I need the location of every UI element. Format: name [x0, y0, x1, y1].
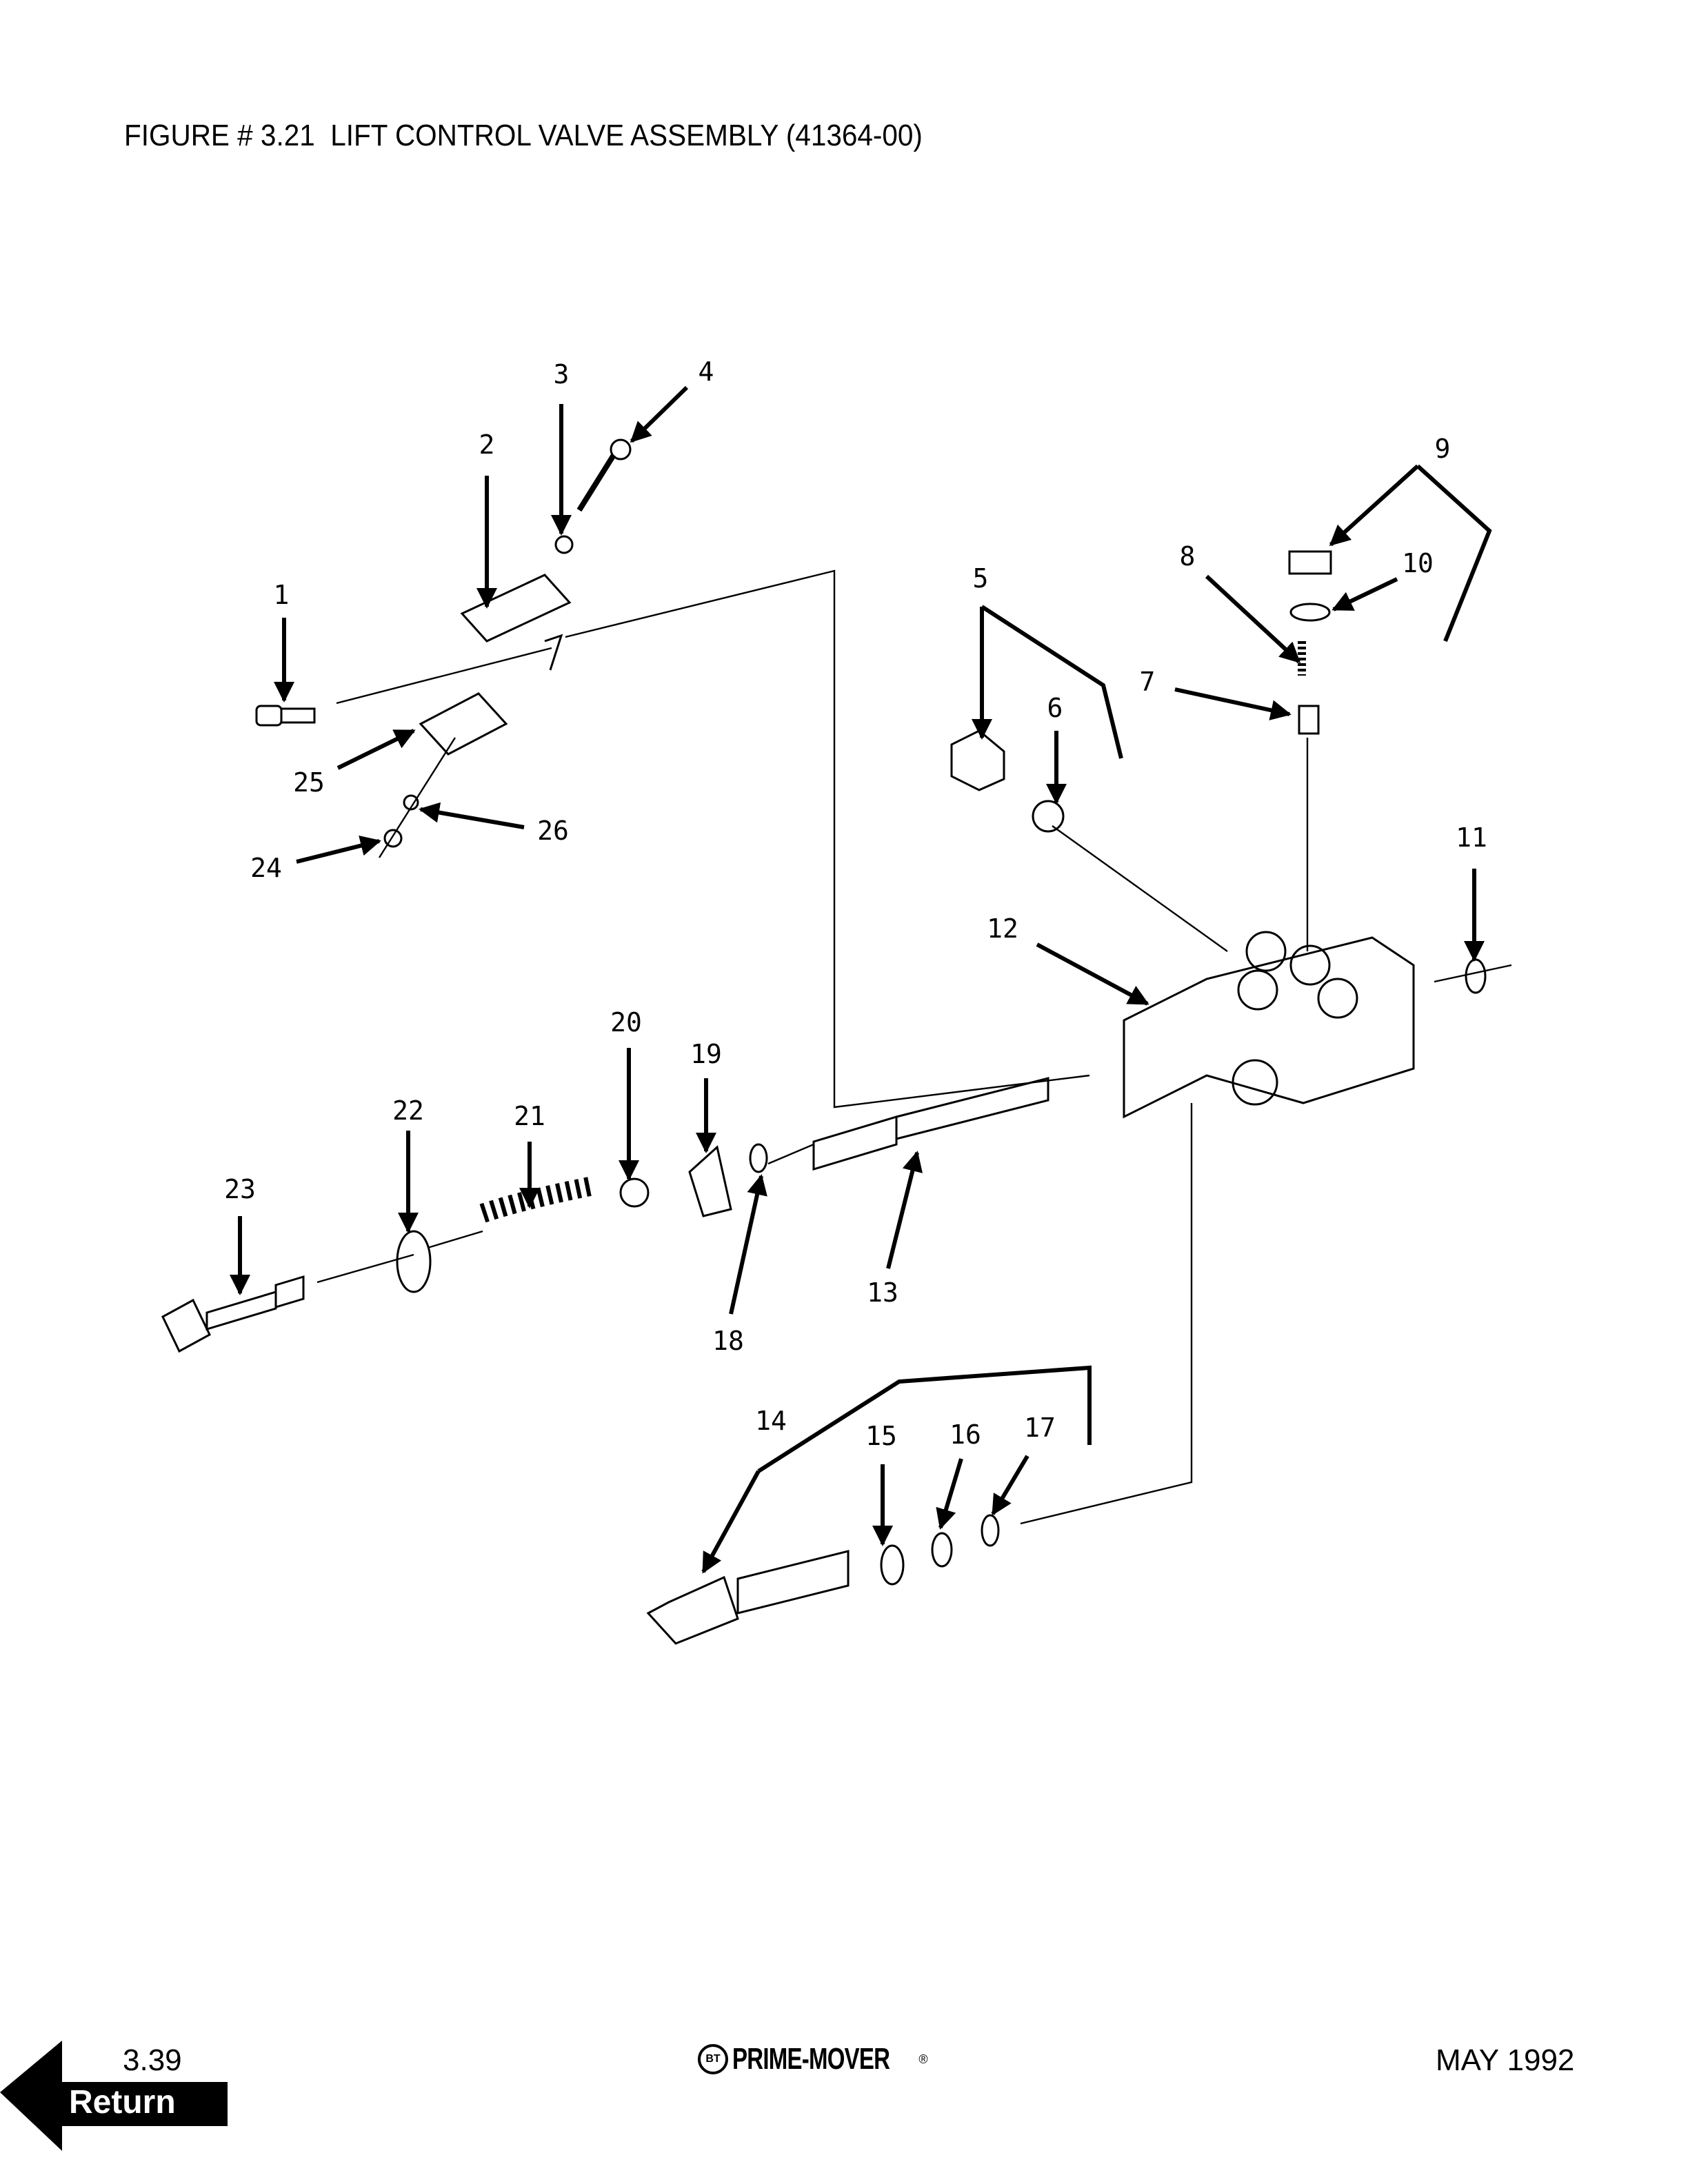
- callout-10: 10: [1402, 548, 1434, 578]
- leader-arrows: [230, 385, 1485, 1574]
- callout-9: 9: [1435, 434, 1451, 464]
- callout-18: 18: [712, 1326, 744, 1356]
- callout-12: 12: [987, 913, 1018, 944]
- callout-7: 7: [1140, 667, 1156, 697]
- callout-5: 5: [973, 563, 989, 594]
- callout-17: 17: [1024, 1413, 1056, 1443]
- return-label[interactable]: Return: [69, 2084, 176, 2121]
- brand-name: PRIME-MOVER: [732, 2042, 890, 2076]
- callout-11: 11: [1456, 822, 1487, 853]
- parts: [161, 438, 1487, 1645]
- callout-21: 21: [514, 1101, 545, 1131]
- return-button[interactable]: [0, 2041, 234, 2151]
- registered-mark: ®: [918, 2052, 928, 2066]
- callout-23: 23: [224, 1174, 256, 1204]
- callout-3: 3: [554, 359, 570, 390]
- brand-logo: BT PRIME-MOVER ®: [698, 2042, 928, 2076]
- callout-26: 26: [537, 816, 569, 846]
- callout-22: 22: [392, 1095, 424, 1126]
- callout-1: 1: [274, 580, 290, 610]
- bt-logo-icon: BT: [698, 2044, 728, 2074]
- bracket-lines: [757, 464, 1492, 1473]
- callout-4: 4: [699, 356, 714, 387]
- page-number: 3.39: [123, 2043, 182, 2077]
- callout-15: 15: [865, 1421, 897, 1451]
- callout-16: 16: [950, 1419, 981, 1450]
- callout-8: 8: [1180, 541, 1196, 572]
- callout-24: 24: [250, 853, 282, 883]
- callout-2: 2: [479, 429, 495, 460]
- figure-title: FIGURE # 3.21 LIFT CONTROL VALVE ASSEMBL…: [124, 119, 923, 152]
- callout-19: 19: [690, 1039, 722, 1069]
- publication-date: MAY 1992: [1436, 2043, 1575, 2077]
- back-arrow-icon[interactable]: [0, 2041, 228, 2151]
- callout-25: 25: [293, 767, 325, 798]
- callout-6: 6: [1047, 693, 1063, 723]
- callout-14: 14: [755, 1406, 787, 1436]
- callout-20: 20: [610, 1007, 642, 1038]
- callout-13: 13: [867, 1277, 898, 1308]
